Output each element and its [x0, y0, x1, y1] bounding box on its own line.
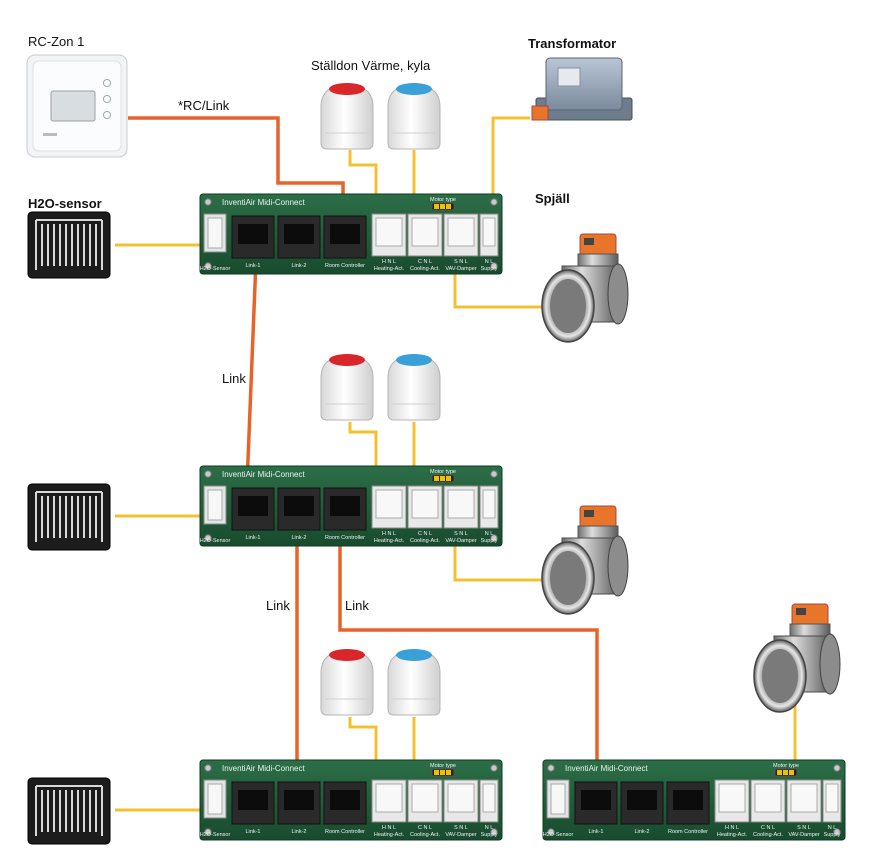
board-connector-label-4-3: VAV-Damper — [788, 832, 819, 838]
board-port-label-4-3: Room Controller — [668, 829, 708, 835]
h2o-sensor-1 — [27, 211, 111, 279]
board-port-label-2-3: Room Controller — [325, 535, 365, 541]
actuator-cable-1a — [348, 150, 378, 215]
red-cap-1 — [329, 83, 365, 95]
board-sensor-port-label-1: H2O-Sensor — [200, 266, 231, 272]
blue-cap-3 — [396, 649, 432, 661]
board-connector-label-1-1: Heating-Act. — [374, 266, 405, 272]
board-port-label-3-2: Link-2 — [292, 829, 307, 835]
board-connector-pins-1-4: N L — [485, 259, 494, 265]
board-connector-label-3-4: Supply — [481, 832, 498, 838]
actuator-cable-3a — [348, 717, 378, 783]
board-connector-label-4-1: Heating-Act. — [717, 832, 748, 838]
board-title-3: InventiAir Midi-Connect — [222, 764, 305, 773]
link-label-2: Link — [266, 598, 290, 613]
rc-zone-label: RC-Zon 1 — [28, 34, 85, 49]
board-connector-pins-2-3: S N L — [454, 531, 468, 537]
h2o-sensor-2 — [27, 483, 111, 551]
board-connector-label-4-4: Supply — [824, 832, 841, 838]
board-connector-label-3-3: VAV-Damper — [445, 832, 476, 838]
board-port-label-4-2: Link-2 — [635, 829, 650, 835]
board-connector-pins-1-2: C N L — [418, 259, 432, 265]
red-cap-2 — [329, 354, 365, 366]
board-motor-type-label-1: Motor type — [430, 197, 456, 203]
board-connector-pins-4-3: S N L — [797, 825, 811, 831]
board-connector-label-1-4: Supply — [481, 266, 498, 272]
damper-4 — [753, 603, 841, 713]
board-connector-pins-1-1: H N L — [382, 259, 396, 265]
board-port-label-4-1: Link-1 — [589, 829, 604, 835]
board-motor-type-label-2: Motor type — [430, 469, 456, 475]
board-sensor-port-label-2: H2O-Sensor — [200, 538, 231, 544]
transformer-device — [531, 57, 633, 121]
board-port-label-2-2: Link-2 — [292, 535, 307, 541]
board-motor-type-label-4: Motor type — [773, 763, 799, 769]
board-connector-label-2-1: Heating-Act. — [374, 538, 405, 544]
damper-label: Spjäll — [535, 191, 570, 206]
board-title-2: InventiAir Midi-Connect — [222, 470, 305, 479]
blue-cap-1 — [396, 83, 432, 95]
board-connector-pins-4-4: N L — [828, 825, 837, 831]
board-connector-pins-2-1: H N L — [382, 531, 396, 537]
board-port-label-1-2: Link-2 — [292, 263, 307, 269]
board-connector-pins-1-3: S N L — [454, 259, 468, 265]
actuator-cable-2a — [348, 422, 378, 488]
board-connector-label-3-2: Cooling-Act. — [410, 832, 440, 838]
board-connector-pins-2-2: C N L — [418, 531, 432, 537]
h2o-sensor-3 — [27, 777, 111, 845]
board-connector-pins-2-4: N L — [485, 531, 494, 537]
board-title-4: InventiAir Midi-Connect — [565, 764, 648, 773]
board-port-label-1-3: Room Controller — [325, 263, 365, 269]
board-connector-pins-3-1: H N L — [382, 825, 396, 831]
board-connector-label-3-1: Heating-Act. — [374, 832, 405, 838]
transformer-label: Transformator — [528, 36, 617, 51]
red-cap-3 — [329, 649, 365, 661]
board-connector-label-2-4: Supply — [481, 538, 498, 544]
link-cable-3 — [338, 535, 599, 790]
supply-cable-1 — [491, 116, 530, 215]
damper-cable-1 — [453, 268, 545, 309]
board-connector-label-2-3: VAV-Damper — [445, 538, 476, 544]
board-motor-type-label-3: Motor type — [430, 763, 456, 769]
board-connector-label-4-2: Cooling-Act. — [753, 832, 783, 838]
board-connector-label-2-2: Cooling-Act. — [410, 538, 440, 544]
rc-link-label: *RC/Link — [178, 98, 230, 113]
blue-cap-2 — [396, 354, 432, 366]
damper-1 — [541, 233, 629, 343]
board-port-label-1-1: Link-1 — [246, 263, 261, 269]
board-title-1: InventiAir Midi-Connect — [222, 198, 305, 207]
board-sensor-port-label-3: H2O-Sensor — [200, 832, 231, 838]
rc-zone-thermostat — [26, 54, 128, 158]
actuators-label: Ställdon Värme, kyla — [311, 58, 431, 73]
board-connector-label-1-2: Cooling-Act. — [410, 266, 440, 272]
board-port-label-3-1: Link-1 — [246, 829, 261, 835]
h2o-sensor-label: H2O-sensor — [28, 196, 102, 211]
damper-cable-2 — [453, 540, 545, 582]
board-sensor-port-label-4: H2O-Sensor — [543, 832, 574, 838]
board-connector-pins-4-1: H N L — [725, 825, 739, 831]
board-connector-pins-4-2: C N L — [761, 825, 775, 831]
link-label-3: Link — [345, 598, 369, 613]
board-connector-label-1-3: VAV-Damper — [445, 266, 476, 272]
board-connector-pins-3-4: N L — [485, 825, 494, 831]
board-port-label-2-1: Link-1 — [246, 535, 261, 541]
link-label-1: Link — [222, 371, 246, 386]
board-connector-pins-3-3: S N L — [454, 825, 468, 831]
damper-2 — [541, 505, 629, 615]
board-connector-pins-3-2: C N L — [418, 825, 432, 831]
board-port-label-3-3: Room Controller — [325, 829, 365, 835]
